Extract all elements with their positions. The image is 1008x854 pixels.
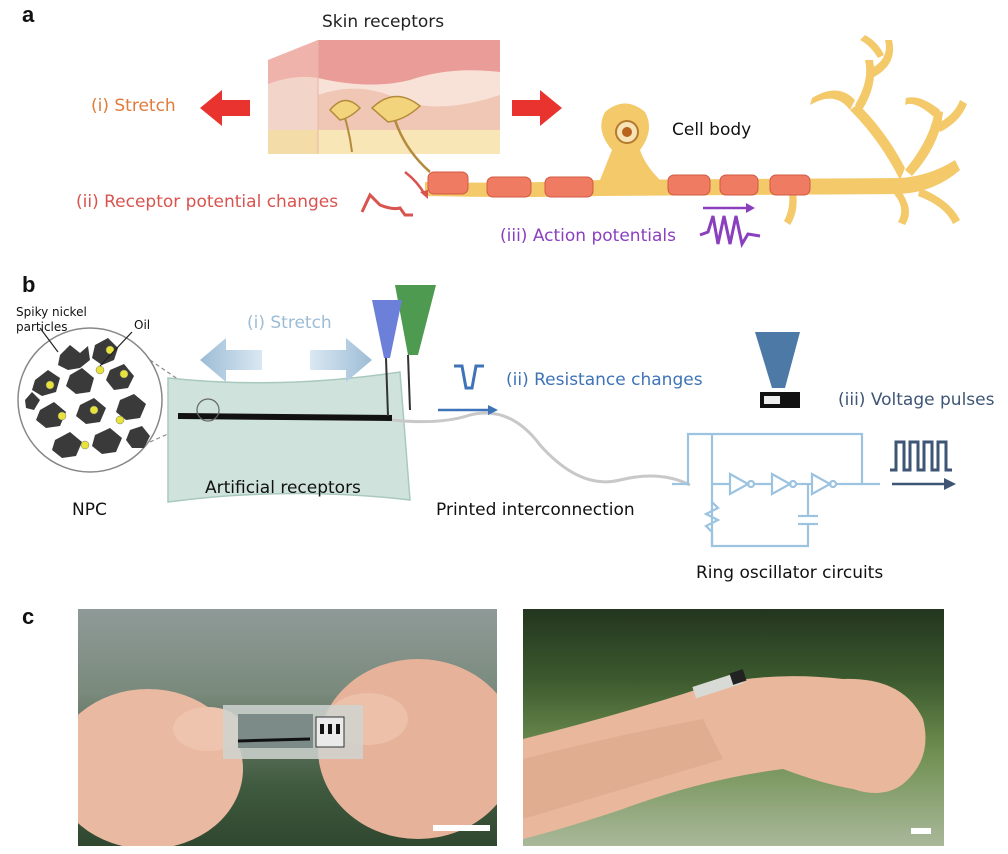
printed-interconnection-label: Printed interconnection bbox=[436, 500, 635, 520]
skin-receptors-label: Skin receptors bbox=[322, 12, 445, 32]
photo-sensor-on-wrist bbox=[523, 609, 944, 846]
voltage-pulses-waveform bbox=[890, 440, 952, 472]
action-potentials-label: (iii) Action potentials bbox=[500, 226, 676, 246]
spiky-nickel-label: Spiky nickel bbox=[16, 305, 87, 319]
panel-label-b: b bbox=[22, 272, 36, 297]
printed-wire bbox=[391, 411, 691, 487]
cell-body-label: Cell body bbox=[672, 120, 752, 140]
neuron bbox=[425, 35, 967, 225]
action-potential-waveform bbox=[699, 215, 761, 249]
npc-circle bbox=[17, 327, 163, 473]
stretch-label-b: (i) Stretch bbox=[247, 313, 332, 333]
resistance-waveform bbox=[454, 364, 484, 390]
panel-a-illustration bbox=[200, 35, 967, 249]
stretch-arrow-left-b bbox=[200, 338, 262, 382]
particles-label: particles bbox=[16, 320, 68, 334]
receptor-potential-waveform bbox=[360, 192, 413, 217]
stretch-arrow-right-b bbox=[310, 338, 372, 382]
stretch-arrow-right bbox=[512, 90, 562, 126]
panel-label-a: a bbox=[22, 2, 35, 27]
zoom-circle bbox=[196, 398, 220, 422]
artificial-receptors-label: Artificial receptors bbox=[205, 478, 361, 498]
oil-label: Oil bbox=[134, 318, 151, 332]
ring-oscillator-label: Ring oscillator circuits bbox=[696, 563, 884, 583]
panel-label-c: c bbox=[22, 604, 35, 629]
scale-bar-left bbox=[433, 825, 490, 831]
skin-block bbox=[268, 40, 500, 173]
stretchable-substrate bbox=[167, 371, 411, 503]
panel-b-illustration bbox=[17, 285, 956, 548]
scale-bar-right bbox=[911, 828, 931, 834]
cone-icon bbox=[755, 332, 800, 388]
photo-hands-stretching-sensor bbox=[78, 609, 497, 846]
receptor-potential-label: (ii) Receptor potential changes bbox=[76, 192, 339, 212]
stretch-label-a: (i) Stretch bbox=[91, 96, 176, 116]
resistance-label: (ii) Resistance changes bbox=[506, 370, 703, 390]
ring-oscillator-circuit bbox=[672, 432, 880, 548]
voltage-pulses-label: (iii) Voltage pulses bbox=[838, 390, 995, 410]
probes bbox=[372, 285, 436, 417]
npc-label: NPC bbox=[72, 500, 107, 520]
npc-strip bbox=[177, 413, 393, 421]
stretch-arrow-left bbox=[200, 90, 250, 126]
